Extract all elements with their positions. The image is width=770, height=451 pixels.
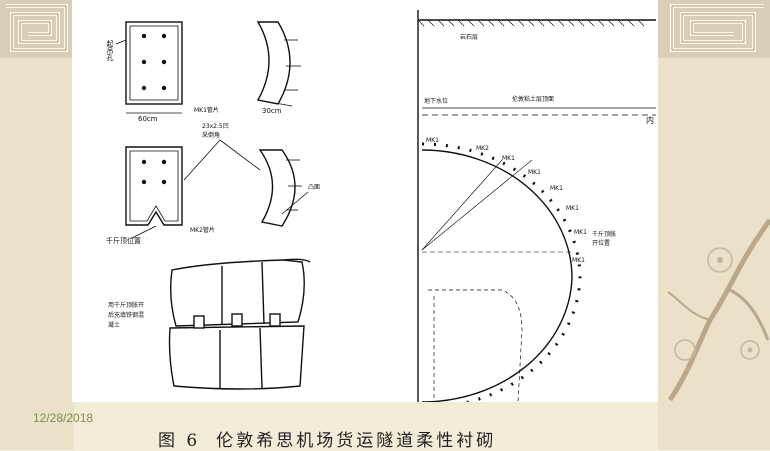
- jack-position-label: 千斤顶位置: [106, 237, 141, 245]
- thickness-label: 30cm: [262, 107, 282, 115]
- cut-off-character: 内: [646, 116, 654, 125]
- jack-right-label-1: 千斤顶胀: [592, 231, 617, 238]
- slide-date: 12/28/2018: [33, 411, 94, 425]
- ring-label-3: MK1: [528, 169, 541, 176]
- figure-caption: 图 6 伦敦希思机场货运隧道柔性衬砌: [158, 426, 496, 451]
- mk1-segment-label: MK1管片: [194, 107, 219, 114]
- ring-label-7: MK1: [572, 257, 585, 264]
- bar-spec-label-1: 23x2.5凹: [202, 123, 229, 130]
- diagram-panel: 起吊孔 60cm MK1管片 23x2.5凹 采倒角 30cm 凸面 MK2管片…: [72, 0, 658, 402]
- left-corner-ornament: [0, 0, 74, 58]
- mk1-segment-front: [125, 21, 183, 114]
- rock-layer-label: 岩石层: [460, 34, 479, 41]
- jack-right-label-2: 开位置: [592, 240, 611, 247]
- groundwater-label: 地下水位: [424, 98, 449, 105]
- diagram-drawing: [115, 10, 656, 402]
- mk2-segment-label: MK2管片: [190, 227, 215, 234]
- ring-label-1: MK2: [476, 145, 489, 152]
- width-dimension-label: 60cm: [138, 115, 158, 123]
- plum-branch-decoration: [667, 218, 770, 402]
- right-frame-band: [658, 0, 770, 450]
- ring-label-5: MK1: [566, 205, 579, 212]
- bottom-note-line-1: 用千斤顶胀开: [108, 302, 145, 309]
- mk1-segment-side: [256, 21, 301, 107]
- lifting-hole-label: 起吊孔: [106, 40, 114, 61]
- mk2-segment-front: [125, 146, 183, 226]
- caption-title: 伦敦希思机场货运隧道柔性衬砌: [216, 431, 497, 451]
- tunnel-section: [417, 10, 656, 402]
- ring-label-2: MK1: [502, 155, 515, 162]
- bottom-note-line-2: 后充填铁钢混: [108, 312, 145, 319]
- leader-lines: [115, 39, 309, 239]
- ring-label-4: MK1: [550, 185, 563, 192]
- bottom-note-line-3: 凝土: [108, 322, 121, 329]
- mk2-segment-side: [258, 149, 302, 227]
- assembled-lining: [168, 258, 311, 390]
- ring-label-6: MK1: [574, 229, 587, 236]
- left-frame-band: [0, 0, 74, 450]
- convex-surface-label: 凸面: [308, 184, 321, 191]
- bar-spec-label-2: 采倒角: [202, 132, 221, 139]
- clay-top-label: 伦敦粘土层顶面: [512, 96, 555, 103]
- mk1-ring-tag: MK1: [426, 137, 439, 144]
- right-corner-ornament: [658, 0, 770, 58]
- caption-figure-number: 图 6: [158, 431, 201, 451]
